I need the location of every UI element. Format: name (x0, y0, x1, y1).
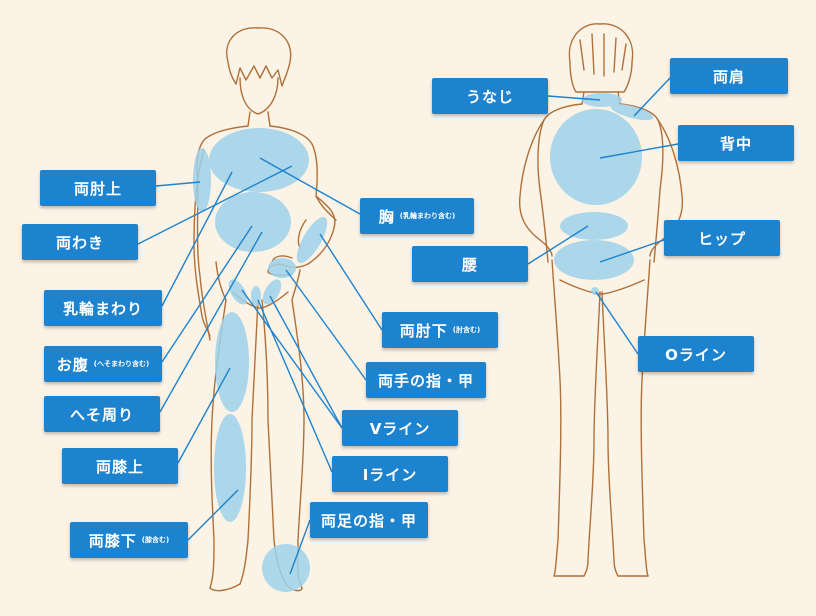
zone-right-forearm (291, 213, 333, 267)
label-heso-mawari: へそ周り (44, 396, 160, 432)
label-text: お腹 (57, 354, 89, 375)
label-text: へそ周り (70, 404, 134, 425)
label-text: 両肘下 (400, 320, 448, 341)
label-hip: ヒップ (664, 220, 780, 256)
label-text: 両足の指・甲 (321, 510, 417, 531)
zone-right-shoulder (288, 144, 308, 172)
zone-left-upper-arm (193, 148, 211, 212)
label-text: 乳輪まわり (63, 298, 143, 319)
zone-hip (554, 240, 634, 280)
label-note: (膝含む) (142, 535, 169, 545)
label-onaka: お腹 (へそまわり含む) (44, 346, 162, 382)
label-ryohiza-shita: 両膝下 (膝含む) (70, 522, 188, 558)
zone-right-hand (268, 258, 296, 278)
label-text: 腰 (462, 254, 478, 275)
label-ryoashi-yubi-ko: 両足の指・甲 (310, 502, 428, 538)
label-text: Iライン (363, 464, 418, 485)
label-koshi: 腰 (412, 246, 528, 282)
zone-foot (262, 544, 310, 592)
label-note: (肘含む) (453, 325, 480, 335)
zone-thigh (215, 312, 249, 412)
label-text: 胸 (379, 206, 395, 227)
zone-lower-leg (214, 414, 246, 522)
label-ryohiza-ue: 両膝上 (62, 448, 178, 484)
label-text: 背中 (720, 133, 752, 154)
label-text: Vライン (370, 418, 431, 439)
label-text: 両わき (56, 232, 104, 253)
label-text: 両手の指・甲 (378, 370, 474, 391)
label-o-line: Oライン (638, 336, 754, 372)
label-ryohiji-ue: 両肘上 (40, 170, 156, 206)
zone-back (550, 109, 642, 205)
label-nyurin-mawari: 乳輪まわり (44, 290, 162, 326)
label-text: ヒップ (698, 228, 746, 249)
zone-navel (242, 218, 258, 234)
label-i-line: Iライン (332, 456, 448, 492)
label-ryote-yubi-ko: 両手の指・甲 (366, 362, 486, 398)
label-v-line: Vライン (342, 410, 458, 446)
label-text: 両膝下 (89, 530, 137, 551)
label-note: (へそまわり含む) (94, 359, 149, 369)
label-text: 両肘上 (74, 178, 122, 199)
label-ryowaki: 両わき (22, 224, 138, 260)
label-senaka: 背中 (678, 125, 794, 161)
zone-waist (560, 212, 628, 240)
label-text: Oライン (665, 344, 727, 365)
label-text: 両肩 (713, 66, 745, 87)
label-ryokata: 両肩 (670, 58, 788, 94)
label-ryohiji-shita: 両肘下 (肘含む) (382, 312, 498, 348)
label-mune: 胸 (乳輪まわり含む) (360, 198, 474, 234)
label-unaji: うなじ (432, 78, 548, 114)
label-text: 両膝上 (96, 456, 144, 477)
label-text: うなじ (466, 86, 514, 107)
label-note: (乳輪まわり含む) (400, 211, 455, 221)
zone-nipple (222, 166, 238, 182)
